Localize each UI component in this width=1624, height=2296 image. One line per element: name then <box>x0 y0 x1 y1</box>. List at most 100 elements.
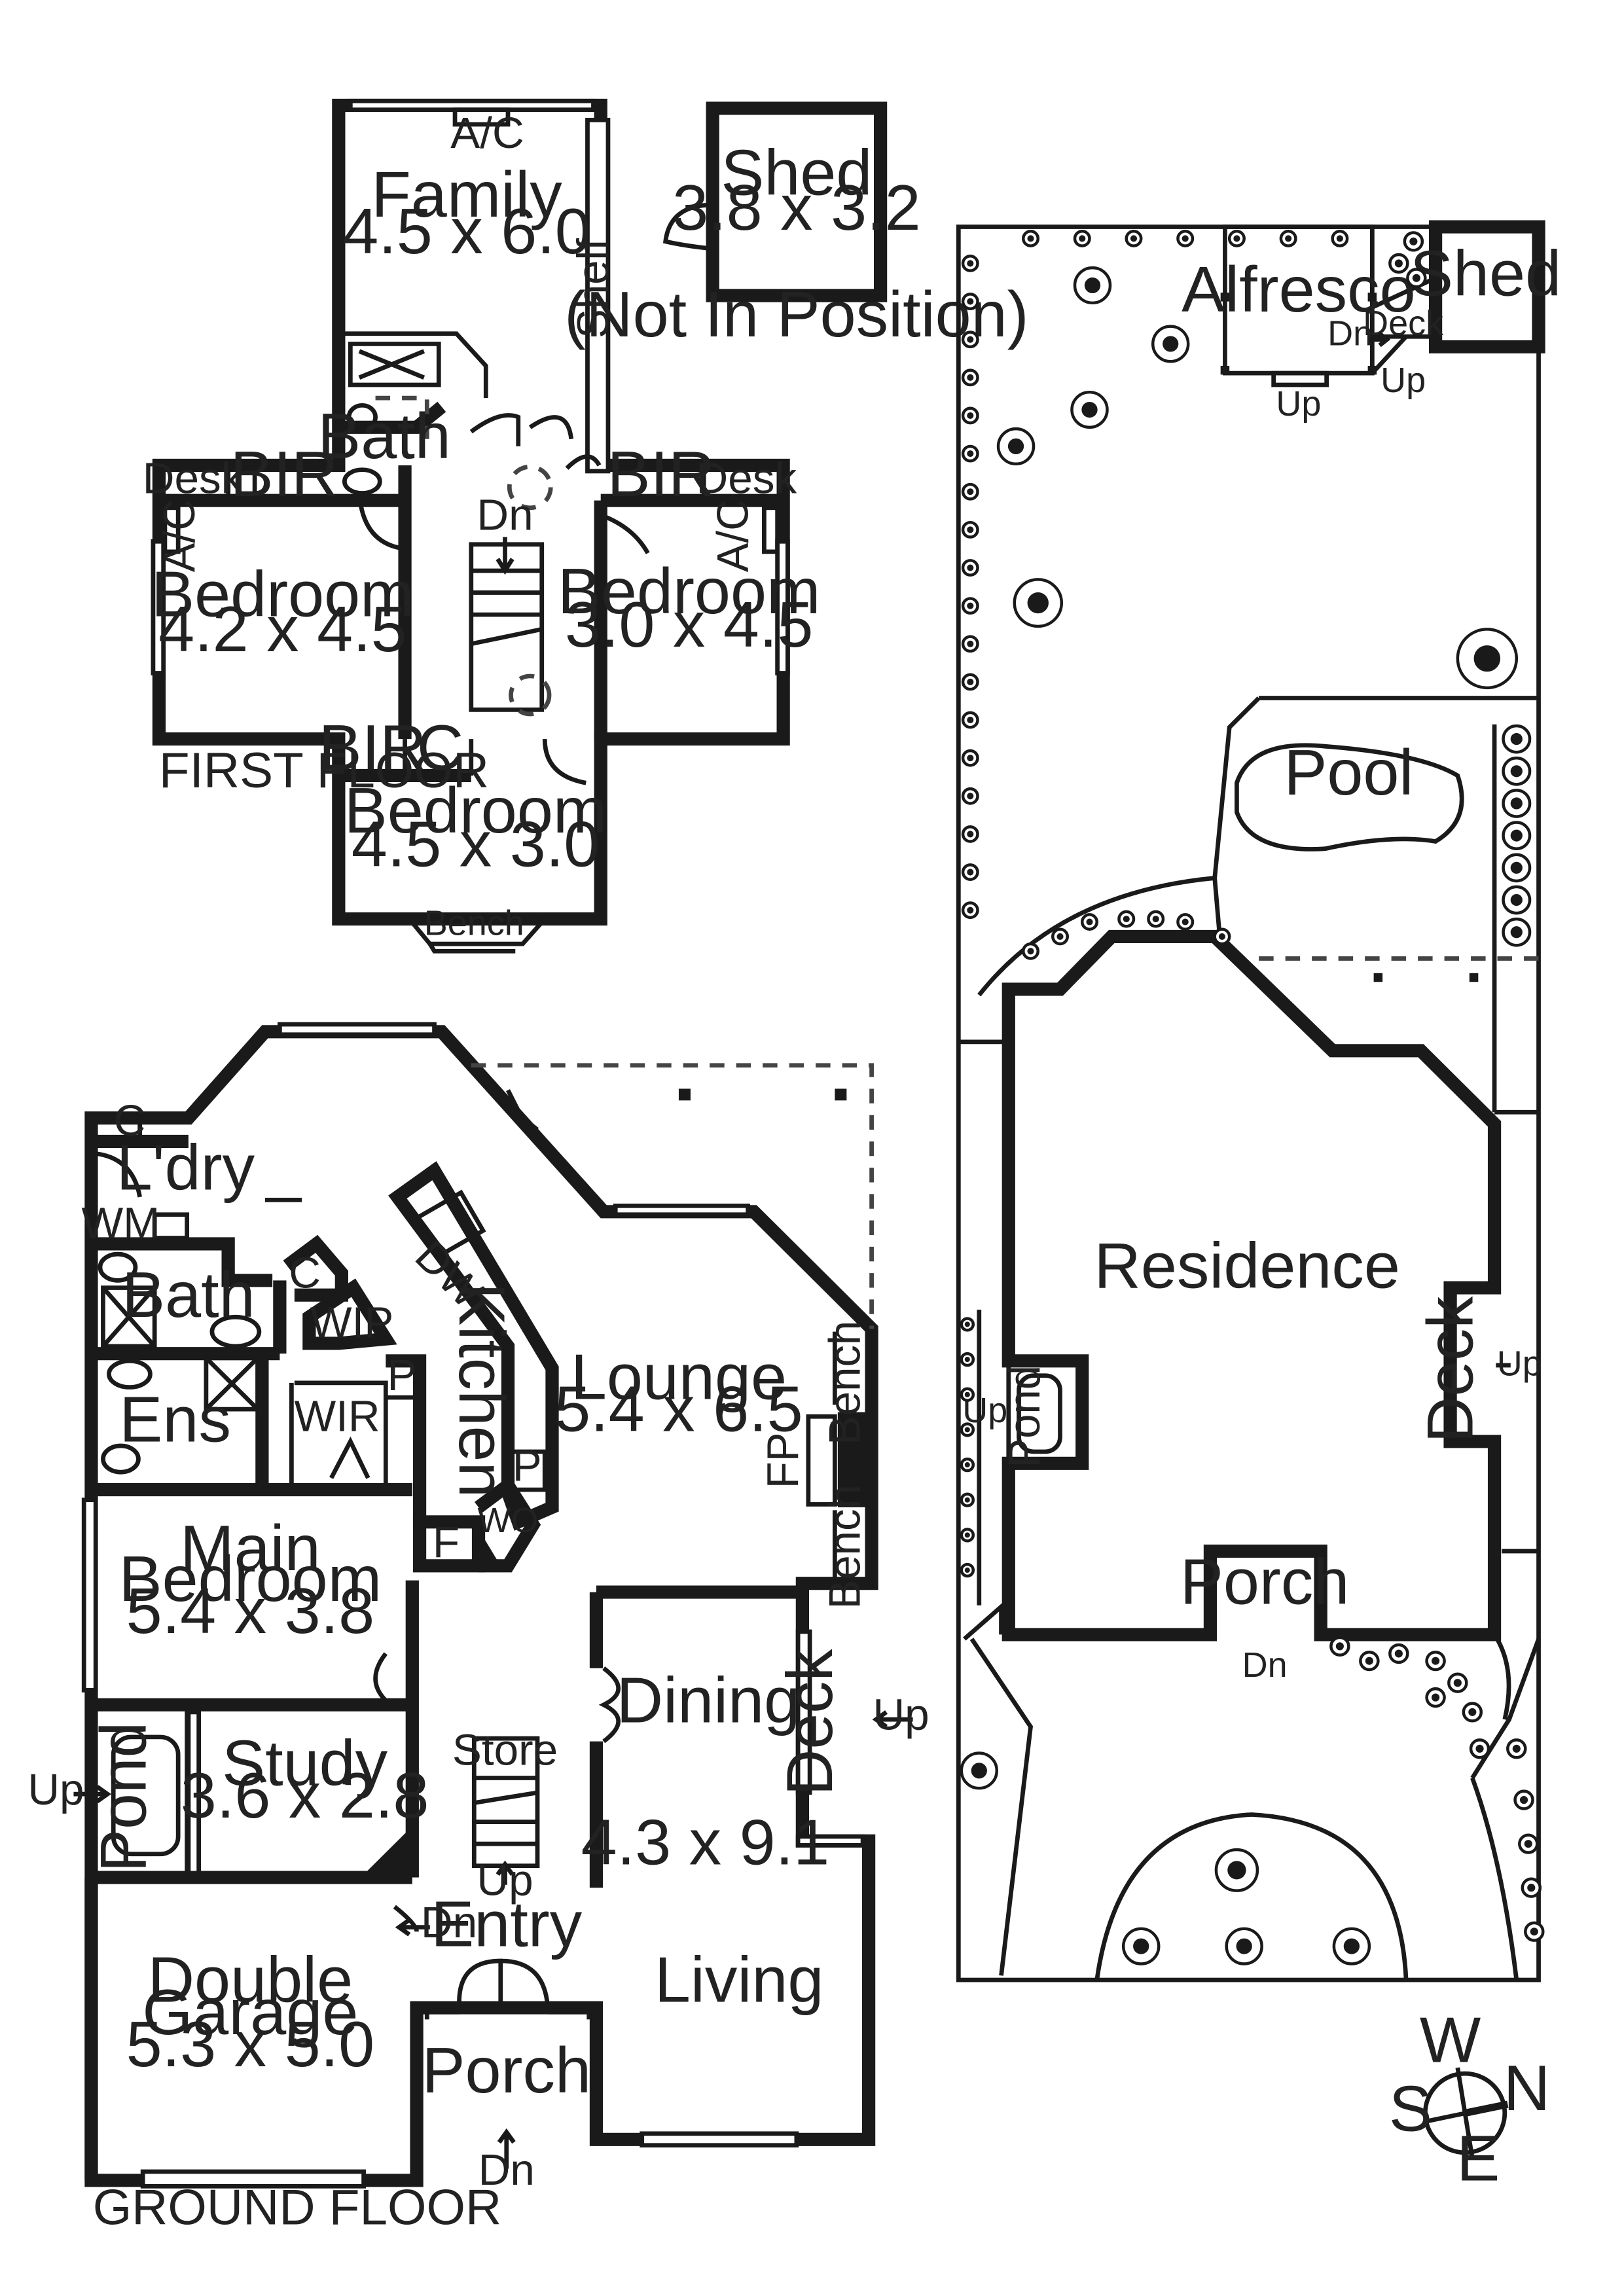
first-floor-caption: FIRST FLOOR <box>159 743 489 798</box>
garage-name-1: Double <box>148 1944 353 2016</box>
fridge-label: F <box>433 1518 460 1567</box>
hedge-shrub-center <box>964 1321 970 1327</box>
hedge-shrub-center <box>1510 829 1523 842</box>
garden-shrub-center <box>1027 948 1034 955</box>
hedge-shrub-center <box>967 450 974 457</box>
ground-c-label: C <box>289 1249 321 1298</box>
shed-detached-name: Shed <box>721 137 872 209</box>
hedge-shrub-center <box>967 260 974 267</box>
hedge-shrub-center <box>964 1391 970 1397</box>
hedge-shrub-center <box>964 1497 970 1503</box>
c-bottom-label: C <box>417 711 463 783</box>
shelf-label: Shelf <box>569 238 618 338</box>
garden-shrub-center <box>1123 916 1130 923</box>
tree-center <box>971 1763 987 1779</box>
fireplace-label: FP <box>759 1432 808 1488</box>
stair-dn-label: Dn <box>477 491 533 540</box>
deck-up-arrow-icon <box>872 1710 913 1729</box>
hedge-shrub-center <box>1336 235 1343 242</box>
first-floor <box>151 98 790 954</box>
bir-right-label: BIR <box>607 438 715 510</box>
deck-up-label-site: Up <box>1380 361 1426 400</box>
tree-center <box>1027 592 1049 614</box>
hedge-shrub-center <box>1510 765 1523 778</box>
desk-left-label: Desk <box>143 454 244 503</box>
alfresco-label: Alfresco <box>1182 253 1415 325</box>
compass-icon <box>1422 2067 1509 2159</box>
hedge-shrub-center <box>967 640 974 647</box>
garden-shrub-center <box>1512 1744 1521 1753</box>
deck-up-label: Up <box>873 1691 929 1740</box>
hedge-shrub-center <box>967 831 974 838</box>
hedge-shrub-center <box>1079 235 1086 242</box>
garage-name-2: Garage <box>142 1976 358 2048</box>
dining-label: Dining <box>617 1664 801 1736</box>
hedge-shrub-center <box>967 906 974 914</box>
bedroom-bottom-dims: 4.5 x 3.0 <box>352 808 600 880</box>
wir-label: WIR <box>295 1392 380 1441</box>
porch-dn-label: Dn <box>478 2145 535 2195</box>
bedroom-bottom-name: Bedroom <box>344 774 607 846</box>
tree-center <box>1394 259 1403 268</box>
entry-dn-arrow-icon <box>395 1918 430 1937</box>
porch-dn-arrow-icon <box>497 2128 516 2169</box>
hedge-shrub-center <box>967 412 974 420</box>
family-room-dims: 4.5 x 6.0 <box>342 195 591 267</box>
study-dims: 3.6 x 2.8 <box>181 1759 429 1831</box>
store-label: Store <box>452 1726 558 1775</box>
stair-down-arrow-icon <box>496 537 514 575</box>
living-label: Living <box>655 1944 824 2016</box>
pond-up-label: Up <box>27 1765 84 1814</box>
hedge-shrub-center <box>1510 861 1523 874</box>
entry-dn-label: Dn <box>421 1898 477 1947</box>
garden-shrub-center <box>1152 916 1159 923</box>
hedge-shrub-center <box>1285 235 1292 242</box>
site-dn-arrow-icon <box>1369 332 1391 348</box>
alfresco-up-label: Up <box>1276 384 1321 423</box>
kitchen-label: Kitchen <box>446 1283 518 1498</box>
bedroom-right-name: Bedroom <box>558 555 821 627</box>
wip-label: WIP <box>310 1299 393 1348</box>
hedge-shrub-center <box>967 602 974 609</box>
site-pond-label: Pond <box>1000 1365 1049 1468</box>
ac-right-label: A/C <box>708 499 757 572</box>
tree-center <box>1081 401 1098 418</box>
garden-shrub-center <box>1475 1744 1484 1753</box>
hedge-shrub-center <box>967 869 974 876</box>
hedge-shrub-center <box>1510 893 1523 906</box>
store-up-label: Up <box>477 1856 533 1905</box>
site-deck-right-label: Deck <box>1414 1296 1486 1443</box>
site-dn-label: Dn <box>1327 314 1373 353</box>
bedroom-left-dims: 4.2 x 4.5 <box>158 593 407 665</box>
tree-center <box>1412 274 1420 282</box>
garden-shrub-center <box>1519 1796 1528 1804</box>
bir-bottom-label: BIR <box>319 711 427 783</box>
site-porch-dn-label: Dn <box>1242 1645 1288 1685</box>
main-bedroom-name-1: Main <box>180 1512 320 1584</box>
bench-2-label: Bench <box>820 1484 869 1609</box>
hedge-shrub-center <box>1027 235 1034 242</box>
hedge-shrub-center <box>964 1427 970 1433</box>
ground-floor-caption: GROUND FLOOR <box>93 2180 501 2236</box>
garden-shrub-center <box>1468 1708 1477 1716</box>
site-shed-label: Shed <box>1410 238 1561 310</box>
bir-left-label: BIR <box>230 438 338 510</box>
shed-detached-dims: 3.8 x 3.2 <box>672 171 921 243</box>
garden-shrub-center <box>1335 1642 1344 1651</box>
ensuite-label: Ens <box>119 1384 231 1456</box>
garden-shrub-center <box>1432 1693 1440 1702</box>
tree-center <box>1473 645 1501 672</box>
garden-shrub-center <box>1056 933 1064 940</box>
hedge-shrub-center <box>964 1357 970 1363</box>
garage-dims: 5.3 x 5.0 <box>126 2008 375 2080</box>
lounge-name: Lounge <box>571 1341 787 1413</box>
pool-label: Pool <box>1284 736 1413 808</box>
bedroom-left-name: Bedroom <box>151 558 414 630</box>
hedge-shrub-center <box>1182 235 1189 242</box>
shed-not-in-position-note: (Not In Position) <box>564 279 1028 351</box>
main-bedroom-name-2: Bedroom <box>119 1543 382 1615</box>
tree-center <box>1343 1938 1360 1954</box>
garden-shrub-center <box>1182 918 1189 925</box>
garden-shrub-center <box>1530 1928 1538 1936</box>
